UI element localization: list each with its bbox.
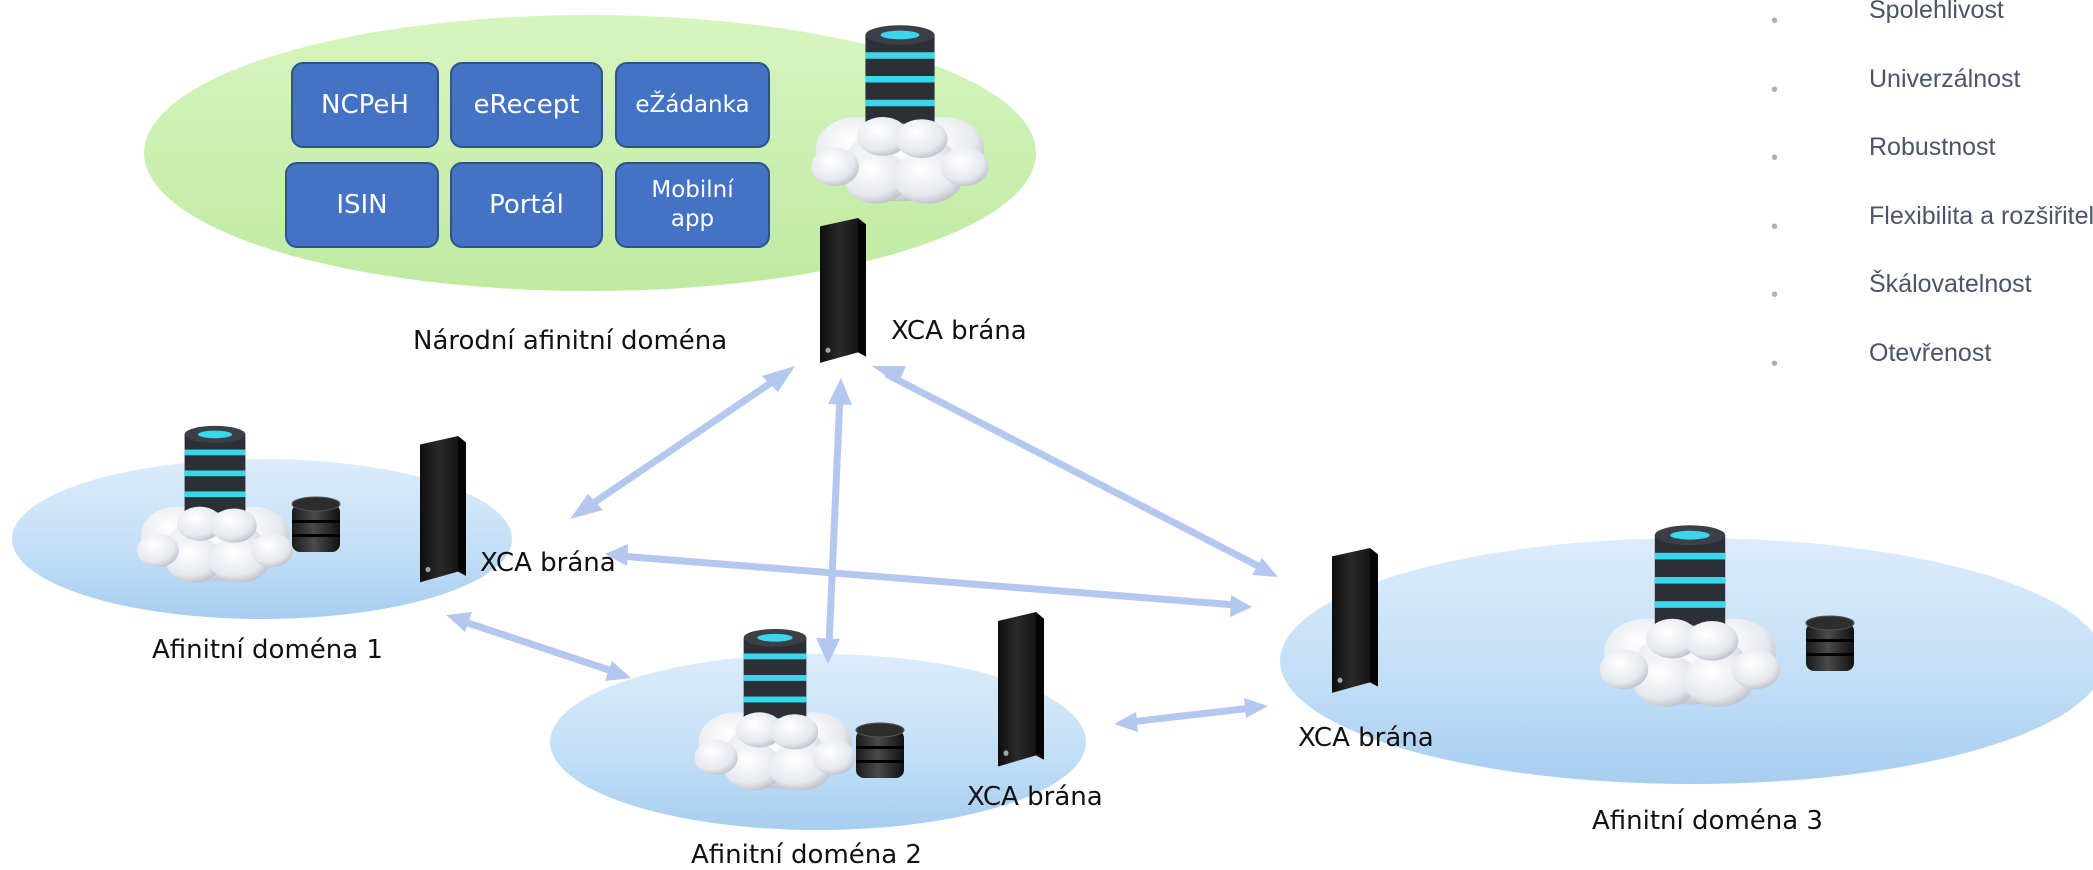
arrowhead bbox=[605, 544, 628, 566]
bullet-icon: • bbox=[1771, 78, 1779, 101]
national-domain-label: Národní afinitní doména bbox=[413, 326, 728, 356]
domain2-gateway-label: XCA brána bbox=[967, 782, 1103, 812]
arrow-domain1-domain3 bbox=[616, 552, 1240, 609]
domain3-label: Afinitní doména 3 bbox=[1592, 806, 1823, 836]
service-mobile-app-button[interactable]: Mobilní app bbox=[615, 162, 770, 248]
arrowhead bbox=[762, 366, 795, 392]
gateway-server-icon bbox=[998, 612, 1044, 767]
bullet-icon: • bbox=[1771, 215, 1779, 238]
arrowhead bbox=[570, 494, 603, 519]
storage-drum-icon bbox=[1805, 615, 1855, 672]
storage-drum-icon bbox=[855, 722, 905, 779]
arrow-national-domain3 bbox=[884, 371, 1264, 571]
gateway-server-icon bbox=[420, 436, 466, 583]
domain1-label: Afinitní doména 1 bbox=[152, 635, 383, 665]
bullet-icon: • bbox=[1771, 284, 1779, 306]
service-portal-button[interactable]: Portál bbox=[450, 162, 603, 248]
list-item: •Univerzálnost bbox=[1771, 64, 2021, 101]
arrowhead bbox=[1252, 558, 1278, 577]
arrowhead bbox=[828, 378, 852, 405]
domain1-gateway-label: XCA brána bbox=[480, 548, 616, 578]
arrow-national-domain1 bbox=[582, 374, 782, 512]
arrowhead bbox=[1244, 698, 1268, 718]
arrowhead bbox=[1230, 595, 1252, 617]
list-item: •Spolehlivost bbox=[1771, 0, 2004, 32]
list-item: •Robustnost bbox=[1771, 133, 1996, 169]
service-erecept-button[interactable]: eRecept bbox=[450, 62, 603, 148]
arrow-domain1-domain2 bbox=[458, 617, 619, 676]
service-isin-button[interactable]: ISIN bbox=[285, 162, 439, 248]
storage-drum-icon bbox=[291, 496, 341, 553]
gateway-server-icon bbox=[1332, 548, 1378, 693]
national-gateway-label: XCA brána bbox=[891, 316, 1027, 346]
arrowhead bbox=[446, 612, 472, 632]
gateway-server-icon bbox=[820, 218, 866, 363]
list-item: •Škálovatelnost bbox=[1771, 270, 2032, 306]
domain3-gateway-label: XCA brána bbox=[1298, 723, 1434, 753]
bullet-icon: • bbox=[1771, 10, 1779, 32]
arrowhead bbox=[1114, 712, 1138, 732]
connection-arrows bbox=[446, 366, 1278, 732]
bullet-icon: • bbox=[1771, 147, 1779, 169]
service-ezadanka-button[interactable]: eŽádanka bbox=[615, 62, 770, 148]
arrowhead bbox=[605, 661, 631, 681]
list-item: •Otevřenost bbox=[1771, 338, 1992, 375]
arrow-domain2-domain3 bbox=[1126, 704, 1256, 726]
arrowhead bbox=[872, 366, 906, 384]
list-item: •Flexibilita a rozšiřitelnost bbox=[1771, 201, 2093, 238]
domain2-label: Afinitní doména 2 bbox=[691, 840, 922, 870]
bullet-icon: • bbox=[1771, 352, 1779, 375]
service-ncpeh-button[interactable]: NCPeH bbox=[291, 62, 439, 148]
principles-list: •Spolehlivost •Univerzálnost •Robustnost… bbox=[1755, 0, 2093, 407]
arrow-national-domain2 bbox=[825, 392, 844, 650]
arrowhead bbox=[816, 638, 840, 664]
